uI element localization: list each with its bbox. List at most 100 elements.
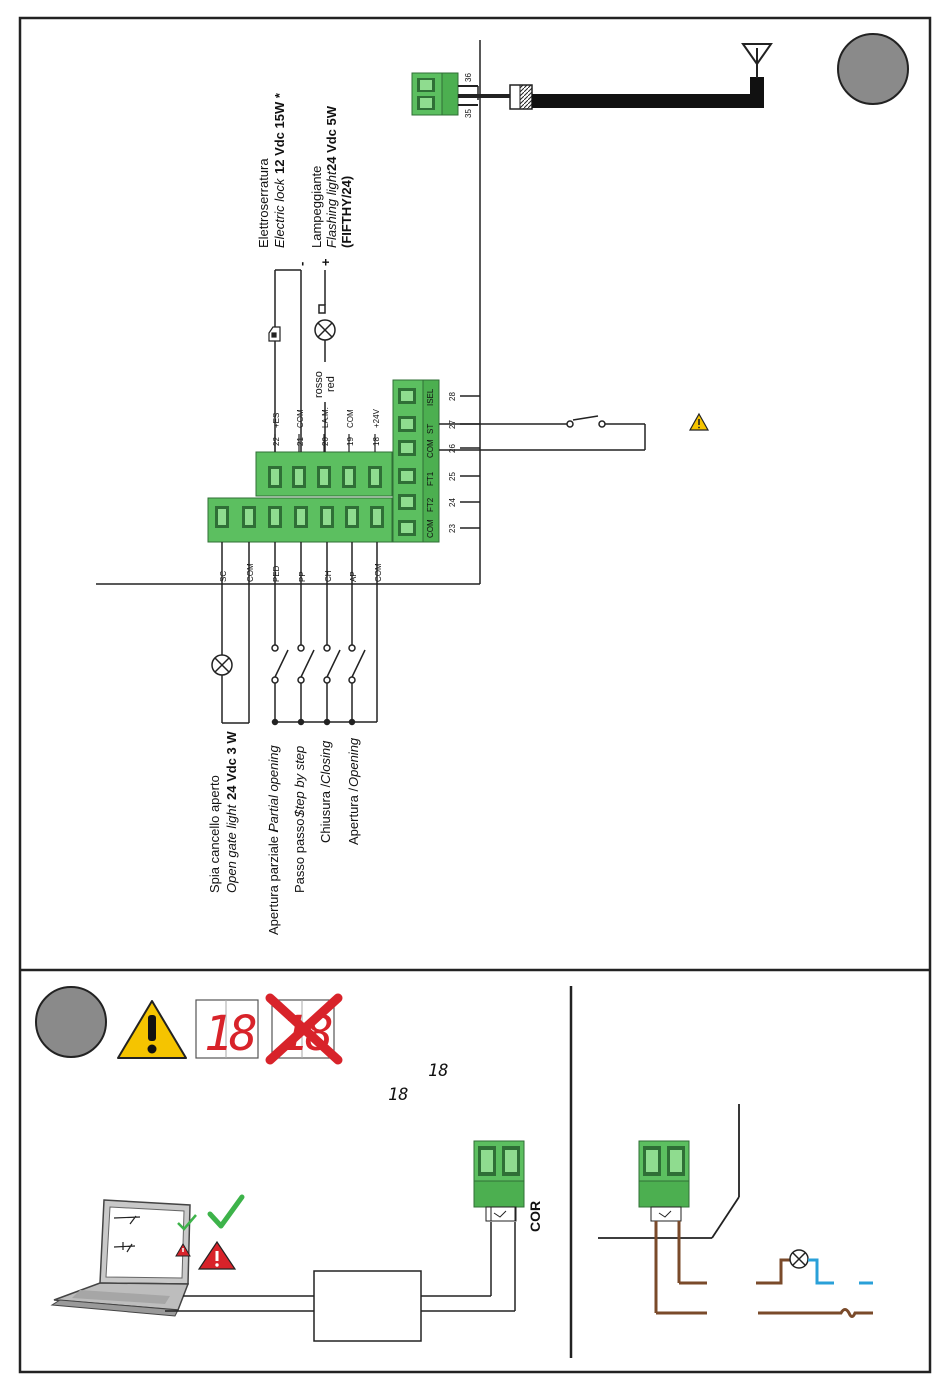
terminal-number-18: 18 — [372, 437, 381, 446]
terminal-name-19: COM — [346, 409, 355, 428]
error-icon-small — [175, 1243, 191, 1257]
spia-label-spec: 24 Vdc 3 W — [224, 731, 239, 800]
terminal-name-ped-2: PED — [272, 565, 281, 582]
terminal-name-27: ST — [426, 424, 435, 434]
terminal-screw-28 — [398, 388, 416, 404]
cor-terminal-block — [473, 1140, 525, 1222]
terminal-name-22: +ES — [272, 413, 281, 428]
terminal-screw-ap-5 — [345, 506, 359, 528]
open-gate-lamp-icon — [211, 654, 233, 676]
ped-label-it: Apertura parziale / — [266, 828, 281, 935]
terminal-screw-20 — [317, 466, 331, 488]
laptop-interface-wiring — [165, 1222, 516, 1342]
ped-label-en: Partial opening — [266, 745, 281, 832]
terminal-screw-25 — [398, 468, 416, 484]
spia-label-it: Spia cancello aperto — [207, 775, 222, 893]
spia-label-en: Open gate light — [224, 803, 239, 893]
terminal-name-ch-4: CH — [324, 570, 333, 582]
page-frame — [18, 16, 932, 1374]
ap-label-it: Apertura / — [346, 788, 361, 845]
terminal-name-25: FT1 — [426, 471, 435, 486]
ch-label-en: Closing — [318, 740, 333, 784]
warning-icon-large — [117, 1000, 187, 1059]
terminal-number-24: 24 — [448, 498, 457, 507]
lock-label-en: Electric lock — [272, 177, 287, 248]
right-terminal-block — [638, 1140, 690, 1222]
terminal-number-23: 23 — [448, 524, 457, 533]
terminal-screw-18 — [368, 466, 382, 488]
terminal-name-23: COM — [426, 519, 435, 538]
cross-out-mark — [265, 993, 343, 1065]
antenna-icon — [741, 43, 773, 78]
pp-label-it: Passo passo / — [292, 811, 307, 893]
terminal-number-28: 28 — [448, 392, 457, 401]
terminal-name-com-6: COM — [374, 563, 383, 582]
check-icon-large — [207, 1194, 245, 1229]
terminal-name-18: +24V — [372, 408, 381, 428]
terminal-screw-ped-2 — [268, 506, 282, 528]
terminal-number-26: 26 — [448, 444, 457, 453]
flash-label-spec: 24 Vdc 5W — [324, 105, 339, 171]
ap-label-en: Opening — [346, 737, 361, 787]
terminal-screw-22 — [268, 466, 282, 488]
brown-wires — [654, 1221, 873, 1318]
error-icon-large — [197, 1240, 237, 1270]
antenna-terminal-35: 35 — [464, 109, 473, 118]
display-left: 18 — [195, 999, 260, 1062]
terminal-screw-24 — [398, 494, 416, 510]
terminal-screw-pp-3 — [294, 506, 308, 528]
section-badge-top — [837, 33, 909, 105]
flash-label-model: (FIFTHY/24) — [339, 176, 354, 248]
blue-wires — [808, 1258, 873, 1285]
pp-label-en: Step by step — [292, 746, 307, 818]
terminal-name-pp-3: PP — [298, 571, 307, 582]
check-icon-small — [177, 1214, 197, 1231]
right-block-bus — [460, 395, 480, 529]
terminal-screw-26 — [398, 440, 416, 456]
terminal-name-28: ISEL — [426, 388, 435, 406]
flash-label-it: Lampeggiante — [309, 166, 324, 248]
terminal-screw-com-6 — [370, 506, 384, 528]
terminal-name-26: COM — [426, 439, 435, 458]
input-switch-2 — [323, 644, 341, 726]
terminal-name-24: FT2 — [426, 497, 435, 512]
external-lamp-icon — [789, 1249, 809, 1269]
input-switch-0 — [271, 644, 289, 726]
terminal-number-22: 22 — [272, 437, 281, 446]
terminal-screw-19 — [342, 466, 356, 488]
lock-and-light-wiring — [274, 269, 326, 452]
terminal-name-com-1: COM — [246, 563, 255, 582]
small-display-18-b: 18 — [388, 1085, 408, 1105]
cor-label: COR — [527, 1201, 543, 1232]
lock-label-it: Elettroserratura — [256, 158, 271, 248]
small-display-18-a: 18 — [428, 1061, 448, 1081]
flash-label-en: Flashing light — [324, 170, 339, 248]
polarity-plus: + — [318, 258, 333, 266]
stop-button-circuit — [439, 415, 646, 451]
lock-label-spec: 12 Vdc 15W * — [272, 92, 287, 174]
polarity-minus: - — [294, 262, 309, 266]
ch-label-it: Chiusura / — [318, 783, 333, 843]
electric-lock-icon — [268, 326, 281, 342]
terminal-screw-ch-4 — [320, 506, 334, 528]
board-outline — [96, 40, 481, 585]
terminal-screw-23 — [398, 520, 416, 536]
warning-icon-small — [688, 412, 710, 431]
input-switch-3 — [348, 644, 366, 726]
terminal-name-sc-0: SC — [219, 571, 228, 582]
flashing-light-lamp-icon — [314, 319, 336, 341]
terminal-screw-com-1 — [242, 506, 256, 528]
terminal-number-25: 25 — [448, 472, 457, 481]
terminal-number-19: 19 — [346, 437, 355, 446]
red-wire-label-it: rosso — [313, 371, 325, 398]
section-badge-bottom — [35, 986, 107, 1058]
terminal-block-right — [392, 379, 440, 543]
red-wire-label-en: red — [325, 376, 337, 392]
terminal-name-ap-5: AP — [349, 571, 358, 582]
antenna-terminal-36: 36 — [464, 73, 473, 82]
antenna-terminal-block — [411, 72, 459, 116]
laptop-icon — [50, 1199, 191, 1317]
input-switch-1 — [297, 644, 315, 726]
terminal-screw-sc-0 — [215, 506, 229, 528]
